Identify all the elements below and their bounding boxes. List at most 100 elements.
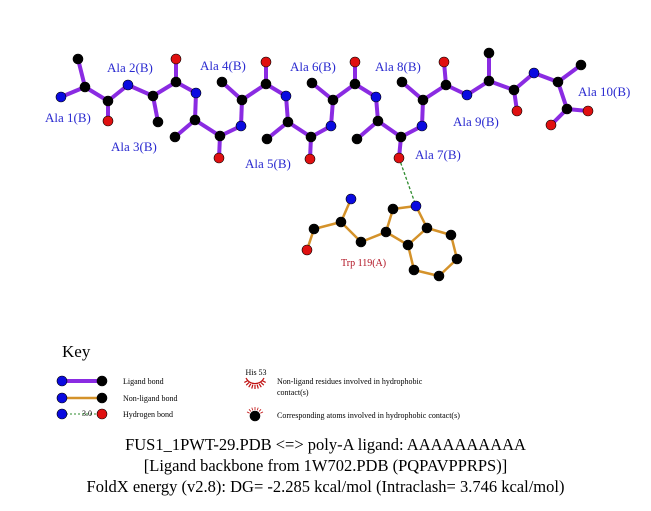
- ligand-residue-label: Ala 2(B): [107, 60, 153, 75]
- ligand-residue-label: Ala 1(B): [45, 110, 91, 125]
- key-hydrophobic-residue-sample: His 53: [245, 368, 266, 377]
- carbon-atom: [189, 114, 201, 126]
- oxygen-atom: [260, 56, 272, 68]
- oxygen-atom: [545, 119, 557, 131]
- hydrophobic-spoke-icon: [246, 411, 250, 414]
- protein-residue-label: Trp 119(A): [341, 258, 386, 269]
- trp-atom-cd1: [387, 203, 399, 215]
- hydrophobic-arc-icon: [256, 384, 259, 389]
- trp-atom-cz2: [445, 229, 457, 241]
- carbon-atom: [102, 95, 114, 107]
- nitrogen-atom: [416, 120, 428, 132]
- key-ligand-bond-label: Ligand bond: [123, 377, 164, 386]
- carbon-atom: [216, 76, 228, 88]
- ligand-residue-label: Ala 10(B): [578, 84, 630, 99]
- ligand-residue-label: Ala 4(B): [200, 58, 246, 73]
- footer-energy: FoldX energy (v2.8): DG= -2.285 kcal/mol…: [86, 477, 565, 496]
- key-nonligand-bond-label: Non-ligand bond: [123, 394, 177, 403]
- nitrogen-atom: [280, 90, 292, 102]
- trp-atom-cb: [355, 236, 367, 248]
- nitrogen-atom: [325, 120, 337, 132]
- carbon-atom: [306, 77, 318, 89]
- trp-atom-ce2: [421, 222, 433, 234]
- carbon-atom: [282, 116, 294, 128]
- carbon-atom: [79, 81, 91, 93]
- hydrophobic-spoke-icon: [248, 409, 252, 412]
- key-atom: [96, 392, 108, 404]
- carbon-atom: [575, 59, 587, 71]
- carbon-atom: [170, 76, 182, 88]
- hydrophobic-arc-icon: [245, 377, 265, 385]
- carbon-atom: [351, 133, 363, 145]
- carbon-atom: [508, 84, 520, 96]
- footer-title: FUS1_1PWT-29.PDB <=> poly-A ligand: AAAA…: [125, 435, 526, 454]
- nitrogen-atom: [122, 79, 134, 91]
- trp-atom-cg: [380, 226, 392, 238]
- trp-atom-ch2: [451, 253, 463, 265]
- nitrogen-atom: [370, 91, 382, 103]
- hydrophobic-arc-icon: [245, 381, 250, 386]
- hydrophobic-arc-icon: [248, 383, 252, 388]
- carbon-atom: [552, 76, 564, 88]
- key-hbond-distance: 3.0: [82, 409, 92, 418]
- nitrogen-atom: [461, 89, 473, 101]
- trp-atom-c: [308, 223, 320, 235]
- key-atom: [56, 392, 68, 404]
- ligand-residue-label: Ala 3(B): [111, 139, 157, 154]
- nitrogen-atom: [190, 87, 202, 99]
- key-atom: [56, 375, 68, 387]
- key-hydrophobic-residues-label-2: contact(s): [277, 388, 309, 397]
- oxygen-atom: [213, 152, 225, 164]
- key-title: Key: [62, 342, 91, 361]
- ligand-residue-label: Ala 9(B): [453, 114, 499, 129]
- hydrogen-bond: [398, 157, 417, 207]
- carbon-atom: [396, 76, 408, 88]
- hydrophobic-spoke-icon: [251, 407, 254, 411]
- trp-atom-ca: [335, 216, 347, 228]
- key-hydrophobic-residues-label: Non-ligand residues involved in hydropho…: [277, 377, 423, 386]
- hydrophobic-arc-icon: [258, 383, 262, 388]
- oxygen-atom: [438, 56, 450, 68]
- footer-backbone: [Ligand backbone from 1W702.PDB (PQPAVPP…: [143, 456, 508, 475]
- oxygen-atom: [511, 105, 523, 117]
- hydrophobic-arc-icon: [260, 381, 265, 386]
- carbon-atom: [236, 94, 248, 106]
- carbon-atom: [483, 47, 495, 59]
- carbon-atom: [72, 53, 84, 65]
- trp-atom-o: [301, 244, 313, 256]
- hydrophobic-spoke-icon: [258, 409, 262, 412]
- carbon-atom: [561, 103, 573, 115]
- carbon-atom: [483, 75, 495, 87]
- nitrogen-atom: [235, 120, 247, 132]
- oxygen-atom: [349, 56, 361, 68]
- carbon-atom: [327, 94, 339, 106]
- trp-atom-ne1: [410, 200, 422, 212]
- oxygen-atom: [393, 152, 405, 164]
- ligand-residue-label: Ala 5(B): [245, 156, 291, 171]
- key-atom: [96, 375, 108, 387]
- oxygen-atom: [582, 105, 594, 117]
- carbon-atom: [372, 115, 384, 127]
- carbon-atom: [152, 116, 164, 128]
- hydrophobic-arc-icon: [251, 384, 254, 389]
- hydrophobic-spoke-icon: [260, 411, 264, 414]
- key-hydrogen-bond-label: Hydrogen bond: [123, 410, 173, 419]
- carbon-atom: [440, 79, 452, 91]
- oxygen-atom: [304, 153, 316, 165]
- carbon-atom: [305, 131, 317, 143]
- carbon-atom: [395, 131, 407, 143]
- key-atom: [96, 408, 108, 420]
- trp-atom-cd2: [402, 239, 414, 251]
- key-atom: [56, 408, 68, 420]
- hydrophobic-spoke-icon: [256, 407, 259, 411]
- ligand-residue-label: Ala 7(B): [415, 147, 461, 162]
- carbon-atom: [214, 130, 226, 142]
- trp-atom-cz3: [433, 270, 445, 282]
- ligand-residue-label: Ala 6(B): [290, 59, 336, 74]
- carbon-atom: [147, 90, 159, 102]
- trp-atom-n: [345, 193, 357, 205]
- carbon-atom: [417, 94, 429, 106]
- ligand-residue-label: Ala 8(B): [375, 59, 421, 74]
